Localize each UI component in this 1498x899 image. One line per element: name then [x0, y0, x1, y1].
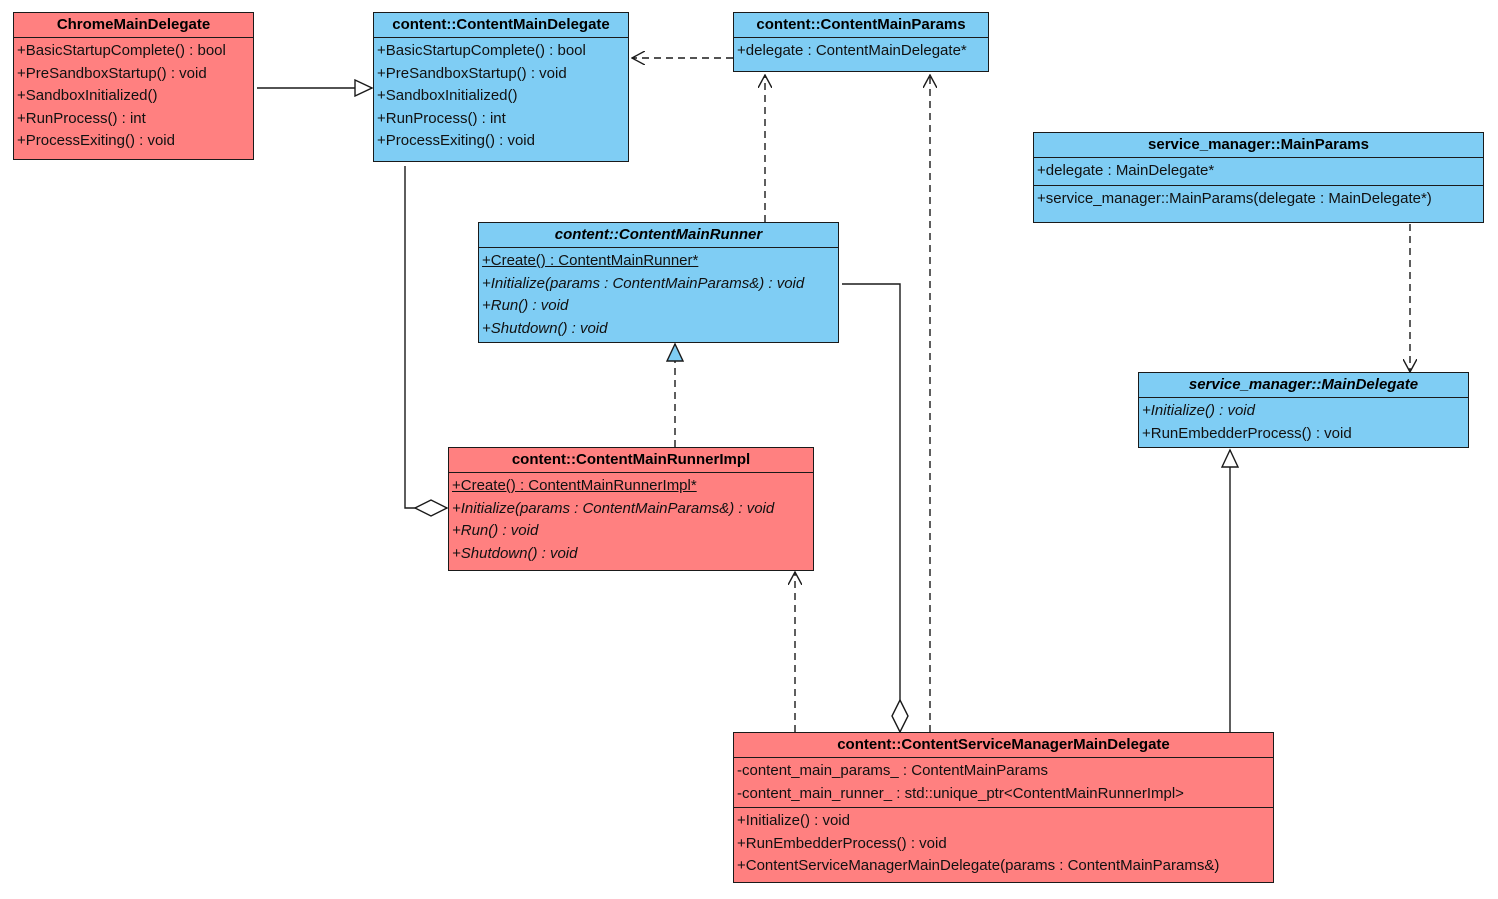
class-service-manager-main-delegate[interactable]: service_manager::MainDelegate +Initializ…: [1138, 372, 1469, 448]
operation: +Initialize() : void: [737, 812, 850, 829]
class-name: content::ContentMainRunnerImpl: [449, 448, 813, 473]
aggregation-runner-service-delegate: [842, 283, 900, 732]
class-chrome-main-delegate[interactable]: ChromeMainDelegate +BasicStartupComplete…: [13, 12, 254, 160]
operations-section: +BasicStartupComplete() : bool +PreSandb…: [374, 38, 628, 155]
attribute: -content_main_runner_ : std::unique_ptr<…: [737, 784, 1184, 802]
operations-section: +Initialize() : void +RunEmbedderProcess…: [1139, 398, 1468, 447]
attributes-section: -content_main_params_ : ContentMainParam…: [734, 758, 1273, 808]
class-name: service_manager::MainDelegate: [1139, 373, 1468, 398]
class-content-main-runner[interactable]: content::ContentMainRunner +Create() : C…: [478, 222, 839, 343]
operation: +ContentServiceManagerMainDelegate(param…: [737, 857, 1220, 874]
attribute: -content_main_params_ : ContentMainParam…: [737, 762, 1048, 779]
operation: +PreSandboxStartup() : void: [17, 64, 207, 82]
attribute: +delegate : MainDelegate*: [1037, 162, 1215, 179]
operation: +SandboxInitialized(): [17, 87, 158, 104]
aggregation-delegate-runner-impl: [404, 166, 447, 508]
class-content-service-manager-main-delegate[interactable]: content::ContentServiceManagerMainDelega…: [733, 732, 1274, 883]
operations-section: +service_manager::MainParams(delegate : …: [1034, 186, 1483, 213]
attributes-section: +delegate : MainDelegate*: [1034, 158, 1483, 186]
class-name: ChromeMainDelegate: [14, 13, 253, 38]
operation: +RunProcess() : int: [377, 109, 506, 127]
operation: +Run() : void: [482, 297, 569, 314]
operations-section: +Initialize() : void +RunEmbedderProcess…: [734, 808, 1273, 880]
operation: +BasicStartupComplete() : bool: [377, 42, 586, 59]
operation: +Create() : ContentMainRunnerImpl*: [452, 477, 697, 494]
operation: +BasicStartupComplete() : bool: [17, 42, 226, 59]
operation: +Initialize(params : ContentMainParams&)…: [452, 499, 775, 517]
class-content-main-delegate[interactable]: content::ContentMainDelegate +BasicStart…: [373, 12, 629, 162]
operations-section: +Create() : ContentMainRunner* +Initiali…: [479, 248, 838, 342]
class-name: content::ContentMainParams: [734, 13, 988, 38]
class-name: content::ContentServiceManagerMainDelega…: [734, 733, 1273, 758]
operation: +RunProcess() : int: [17, 109, 146, 127]
operation: +SandboxInitialized(): [377, 87, 518, 104]
class-name: content::ContentMainDelegate: [374, 13, 628, 38]
class-name: service_manager::MainParams: [1034, 133, 1483, 158]
class-name: content::ContentMainRunner: [479, 223, 838, 248]
operation: +Shutdown() : void: [452, 544, 578, 562]
operation: +RunEmbedderProcess() : void: [1142, 424, 1352, 442]
operation: +Create() : ContentMainRunner*: [482, 252, 699, 269]
operations-section: +Create() : ContentMainRunnerImpl* +Init…: [449, 473, 813, 567]
operation: +PreSandboxStartup() : void: [377, 64, 567, 82]
attribute: +delegate : ContentMainDelegate*: [737, 42, 967, 59]
operation: +Initialize(params : ContentMainParams&)…: [482, 274, 805, 292]
operation: +Initialize() : void: [1142, 402, 1255, 419]
operation: +ProcessExiting() : void: [377, 132, 535, 149]
operation: +service_manager::MainParams(delegate : …: [1037, 189, 1432, 207]
class-service-manager-main-params[interactable]: service_manager::MainParams +delegate : …: [1033, 132, 1484, 223]
operation: +ProcessExiting() : void: [17, 132, 175, 149]
operation: +Shutdown() : void: [482, 319, 608, 337]
class-content-main-runner-impl[interactable]: content::ContentMainRunnerImpl +Create()…: [448, 447, 814, 571]
operation: +Run() : void: [452, 522, 539, 539]
operations-section: +BasicStartupComplete() : bool +PreSandb…: [14, 38, 253, 155]
operation: +RunEmbedderProcess() : void: [737, 834, 947, 852]
class-content-main-params[interactable]: content::ContentMainParams +delegate : C…: [733, 12, 989, 72]
attributes-section: +delegate : ContentMainDelegate*: [734, 38, 988, 65]
